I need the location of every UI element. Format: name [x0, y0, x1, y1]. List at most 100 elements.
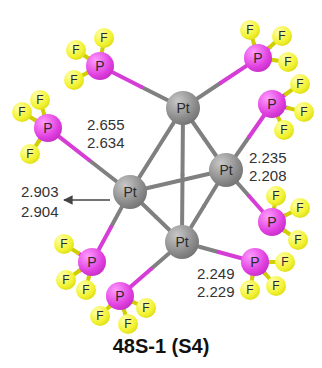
bond-length: 2.655: [86, 117, 126, 133]
atom-symbol: F: [246, 24, 253, 36]
atom-symbol: P: [43, 121, 52, 135]
atom-symbol: P: [115, 289, 124, 303]
bond-length: 2.904: [20, 204, 60, 220]
platinum-atom: Pt: [209, 153, 243, 187]
atom-symbol: F: [142, 302, 149, 314]
atom-symbol: P: [267, 97, 276, 111]
chemical-bond: [99, 207, 122, 250]
platinum-atom: Pt: [113, 175, 147, 209]
atom-symbol: F: [300, 106, 307, 118]
atom-symbol: F: [246, 284, 253, 296]
atom-symbol: F: [36, 94, 43, 106]
fluorine-atom: F: [54, 234, 74, 254]
chemical-bond: [198, 247, 241, 259]
atom-symbol: F: [26, 148, 33, 160]
atom-symbol: Pt: [175, 235, 188, 249]
atom-symbol: F: [272, 190, 279, 202]
chemical-bond: [283, 90, 292, 96]
atom-symbol: P: [253, 51, 262, 65]
atom-symbol: F: [272, 280, 279, 292]
fluorine-atom: F: [12, 102, 32, 122]
phosphorus-atom: P: [241, 248, 269, 276]
chemical-bond: [237, 183, 262, 212]
phosphorus-atom: P: [258, 208, 286, 236]
fluorine-atom: F: [290, 74, 310, 94]
atom-symbol: Pt: [219, 163, 232, 177]
atom-symbol: Pt: [176, 101, 189, 115]
bond-length: 2.235: [248, 150, 288, 166]
chemical-bond: [131, 253, 170, 287]
chemical-bond: [74, 270, 80, 274]
fluorine-atom: F: [274, 120, 294, 140]
chemical-bond: [139, 122, 174, 177]
fluorine-atom: F: [76, 280, 96, 300]
fluorine-atom: F: [266, 186, 286, 206]
bond-length: 2.208: [248, 168, 288, 184]
fluorine-atom: F: [272, 26, 292, 46]
atom-symbol: F: [82, 284, 89, 296]
chemical-bond: [72, 249, 80, 254]
atom-symbol: F: [284, 56, 291, 68]
atom-symbol: F: [96, 310, 103, 322]
chemical-bond: [193, 122, 217, 156]
platinum-atom: Pt: [166, 91, 200, 125]
chemical-bond: [182, 125, 184, 225]
chemical-bond: [197, 66, 246, 99]
fluorine-atom: F: [90, 306, 110, 326]
fluorine-atom: F: [266, 276, 286, 296]
atom-symbol: F: [70, 74, 77, 86]
phosphorus-atom: P: [258, 90, 286, 118]
atom-symbol: F: [62, 274, 69, 286]
fluorine-atom: F: [288, 230, 308, 250]
atom-symbol: F: [60, 238, 67, 250]
chemical-bond: [191, 185, 217, 228]
atom-symbol: F: [280, 124, 287, 136]
bond-length: 2.229: [196, 284, 236, 300]
chemical-bond: [142, 204, 169, 230]
bond-length: 2.903: [20, 184, 60, 200]
phosphorus-atom: P: [106, 282, 134, 310]
bond-length: 2.634: [86, 135, 126, 151]
platinum-atom: Pt: [165, 225, 199, 259]
fluorine-atom: F: [56, 270, 76, 290]
chemical-bond: [286, 107, 295, 109]
chemical-bond: [285, 213, 292, 216]
atom-symbol: P: [267, 215, 276, 229]
bond-length: 2.249: [196, 266, 236, 282]
fluorine-atom: F: [294, 102, 314, 122]
chemical-bond: [268, 43, 274, 49]
fluorine-atom: F: [118, 314, 138, 334]
phosphorus-atom: P: [86, 52, 114, 80]
atom-symbol: F: [18, 106, 25, 118]
phosphorus-atom: P: [34, 114, 62, 142]
atom-symbol: F: [296, 78, 303, 90]
atom-symbol: F: [296, 202, 303, 214]
atom-symbol: P: [95, 59, 104, 73]
atom-symbol: Pt: [123, 185, 136, 199]
chemical-bond: [36, 140, 40, 146]
fluorine-atom: F: [275, 252, 295, 272]
fluorine-atom: F: [64, 70, 84, 90]
atom-symbol: F: [100, 32, 107, 44]
fluorine-atom: F: [66, 40, 86, 60]
atom-symbol: F: [281, 256, 288, 268]
atom-symbol: F: [278, 30, 285, 42]
fluorine-atom: F: [278, 52, 298, 72]
chemical-bond: [147, 174, 210, 188]
atom-symbol: F: [124, 318, 131, 330]
fluorine-atom: F: [290, 198, 310, 218]
fluorine-atom: F: [240, 280, 260, 300]
leader-arrow: [64, 199, 110, 201]
atom-symbol: F: [72, 44, 79, 56]
atom-symbol: F: [294, 234, 301, 246]
figure-caption: 48S-1 (S4): [0, 335, 322, 358]
fluorine-atom: F: [136, 298, 156, 318]
atom-symbol: P: [87, 255, 96, 269]
fluorine-atom: F: [30, 90, 50, 110]
fluorine-atom: F: [94, 28, 114, 48]
fluorine-atom: F: [20, 144, 40, 164]
atom-symbol: P: [250, 255, 259, 269]
phosphorus-atom: P: [78, 248, 106, 276]
fluorine-atom: F: [240, 20, 260, 40]
